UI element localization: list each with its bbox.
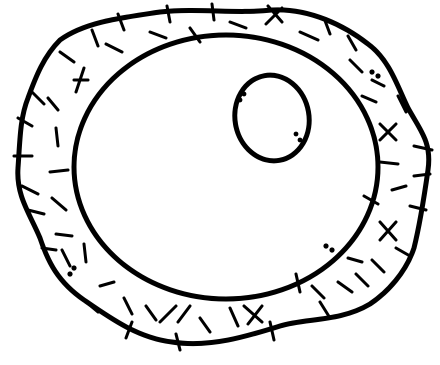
cell-doodle xyxy=(0,0,440,365)
cell-doodle-canvas xyxy=(0,0,440,365)
